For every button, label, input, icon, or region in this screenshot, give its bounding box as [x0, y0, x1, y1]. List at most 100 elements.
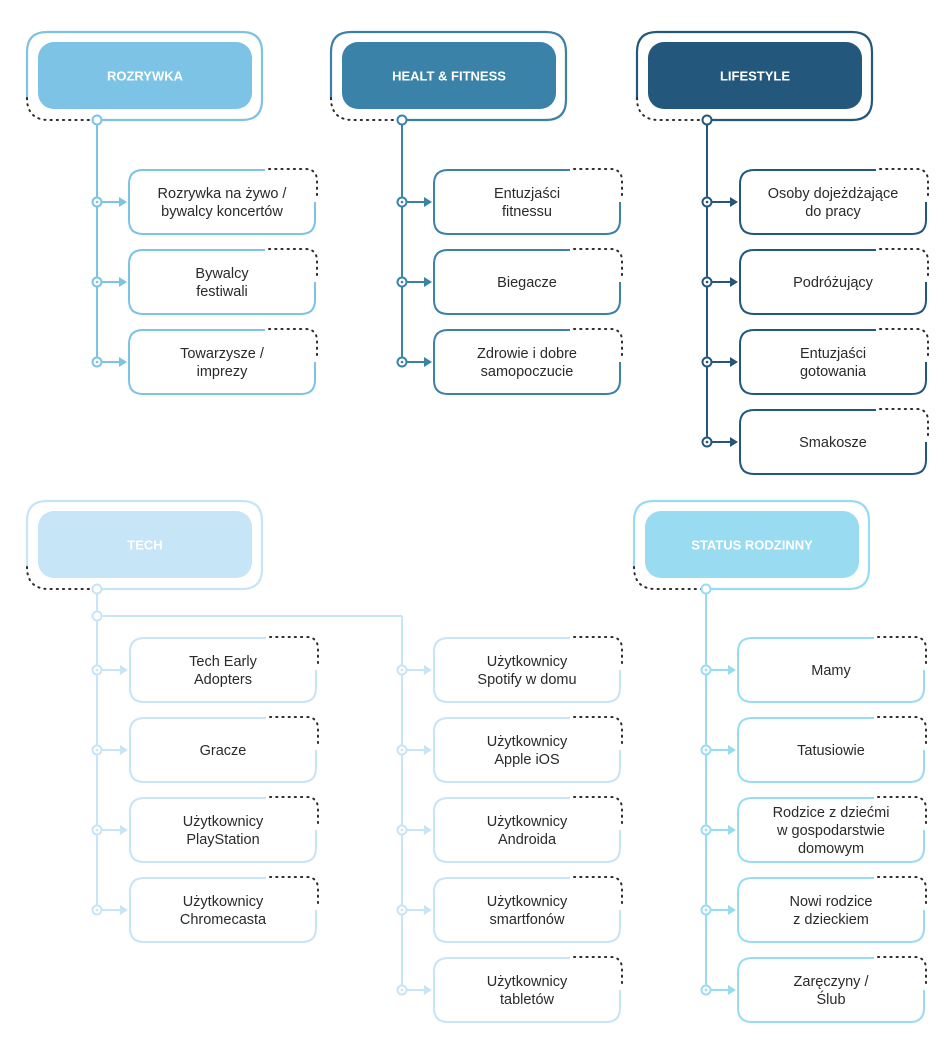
item-label: Spotify w domu	[477, 672, 576, 688]
item-label: fitnessu	[502, 204, 552, 220]
branch-node-dot	[705, 280, 709, 284]
item-label: Rozrywka na żywo /	[158, 186, 288, 202]
item-label: Podróżujący	[793, 275, 874, 291]
item-label: Tech Early	[189, 654, 257, 670]
item-dotted-corner	[573, 796, 623, 829]
item-dotted-corner	[877, 716, 927, 749]
item-label: Ślub	[816, 990, 845, 1008]
branch-node-dot	[95, 280, 99, 284]
item-label: do pracy	[805, 204, 861, 220]
header-outline	[25, 30, 264, 122]
item-box-outline	[737, 957, 925, 1023]
connector-node	[91, 583, 103, 595]
connector-node	[91, 114, 103, 126]
connector-node	[701, 114, 713, 126]
item-box-outline	[129, 717, 317, 783]
item-dotted-corner	[573, 876, 623, 909]
branch-node-dot	[705, 440, 709, 444]
item-box-outline	[433, 637, 621, 703]
item-box-outline	[128, 169, 316, 235]
item-node: Mamy	[700, 636, 927, 703]
item-label: imprezy	[197, 364, 249, 380]
header-dotted-corner	[330, 97, 402, 121]
arrow-head-icon	[730, 357, 738, 367]
branch-tech: Tech EarlyAdoptersGraczeUżytkownicyPlayS…	[91, 583, 402, 943]
header-pill	[38, 42, 252, 109]
item-box-outline	[737, 637, 925, 703]
item-label: Użytkownicy	[183, 814, 264, 830]
arrow-head-icon	[728, 985, 736, 995]
header-title: HEALT & FITNESS	[392, 69, 506, 84]
branch-node-dot	[400, 200, 404, 204]
arrow-head-icon	[424, 665, 432, 675]
item-label: gotowania	[800, 364, 867, 380]
header-pill	[342, 42, 556, 109]
header-outline	[25, 499, 264, 591]
branch-node-dot	[704, 828, 708, 832]
branch-node-dot	[705, 360, 709, 364]
category-header-healt-fitness: HEALT & FITNESS	[329, 30, 568, 122]
item-label: smartfonów	[490, 912, 565, 928]
item-label: Osoby dojeżdżające	[768, 186, 899, 202]
header-outline	[635, 30, 874, 122]
arrow-head-icon	[119, 357, 127, 367]
item-box-outline	[433, 249, 621, 315]
item-label: samopoczucie	[481, 364, 574, 380]
item-node: Entuzjaści fitnessu	[396, 168, 623, 235]
item-dotted-corner	[573, 168, 623, 201]
item-label: Użytkownicy	[487, 734, 568, 750]
item-dotted-corner	[879, 168, 929, 201]
item-box-outline	[737, 797, 925, 863]
item-label: Adopters	[194, 672, 252, 688]
branch-node-dot	[95, 828, 99, 832]
arrow-head-icon	[424, 825, 432, 835]
item-dotted-corner	[573, 248, 623, 281]
branch-node-dot	[705, 200, 709, 204]
arrow-head-icon	[120, 665, 128, 675]
item-label: Użytkownicy	[487, 974, 568, 990]
item-box-outline	[433, 957, 621, 1023]
item-label: Entuzjaści	[494, 186, 560, 202]
branch-node-dot	[400, 828, 404, 832]
item-box-outline	[129, 877, 317, 943]
header-dotted-corner	[26, 97, 98, 121]
arrow-head-icon	[424, 277, 432, 287]
item-box-outline	[128, 329, 316, 395]
item-box-outline	[128, 249, 316, 315]
header-dotted-corner	[633, 566, 705, 590]
item-box-outline	[433, 329, 621, 395]
header-outline	[632, 499, 871, 591]
branch-node-dot	[704, 908, 708, 912]
item-label: Bywalcy	[195, 266, 249, 282]
item-label: Smakosze	[799, 435, 867, 451]
item-dotted-corner	[573, 716, 623, 749]
arrow-head-icon	[120, 905, 128, 915]
item-box-outline	[433, 877, 621, 943]
item-dotted-corner	[879, 248, 929, 281]
item-label: Rodzice z dziećmi	[773, 805, 890, 821]
item-label: Apple iOS	[494, 752, 559, 768]
item-box-outline	[129, 637, 317, 703]
connector-node	[700, 583, 712, 595]
arrow-head-icon	[424, 745, 432, 755]
branch-node-dot	[400, 360, 404, 364]
item-label: Nowi rodzice	[790, 894, 873, 910]
arrow-head-icon	[424, 357, 432, 367]
item-node: Gracze	[91, 716, 319, 783]
item-label: w gospodarstwie	[776, 823, 885, 839]
item-dotted-corner	[268, 248, 318, 281]
arrow-head-icon	[119, 197, 127, 207]
branch-node-dot	[400, 748, 404, 752]
item-label: Użytkownicy	[487, 814, 568, 830]
category-header-rozrywka: ROZRYWKA	[25, 30, 264, 122]
item-dotted-corner	[877, 876, 927, 909]
arrow-head-icon	[728, 745, 736, 755]
item-node: Biegacze	[396, 248, 623, 315]
